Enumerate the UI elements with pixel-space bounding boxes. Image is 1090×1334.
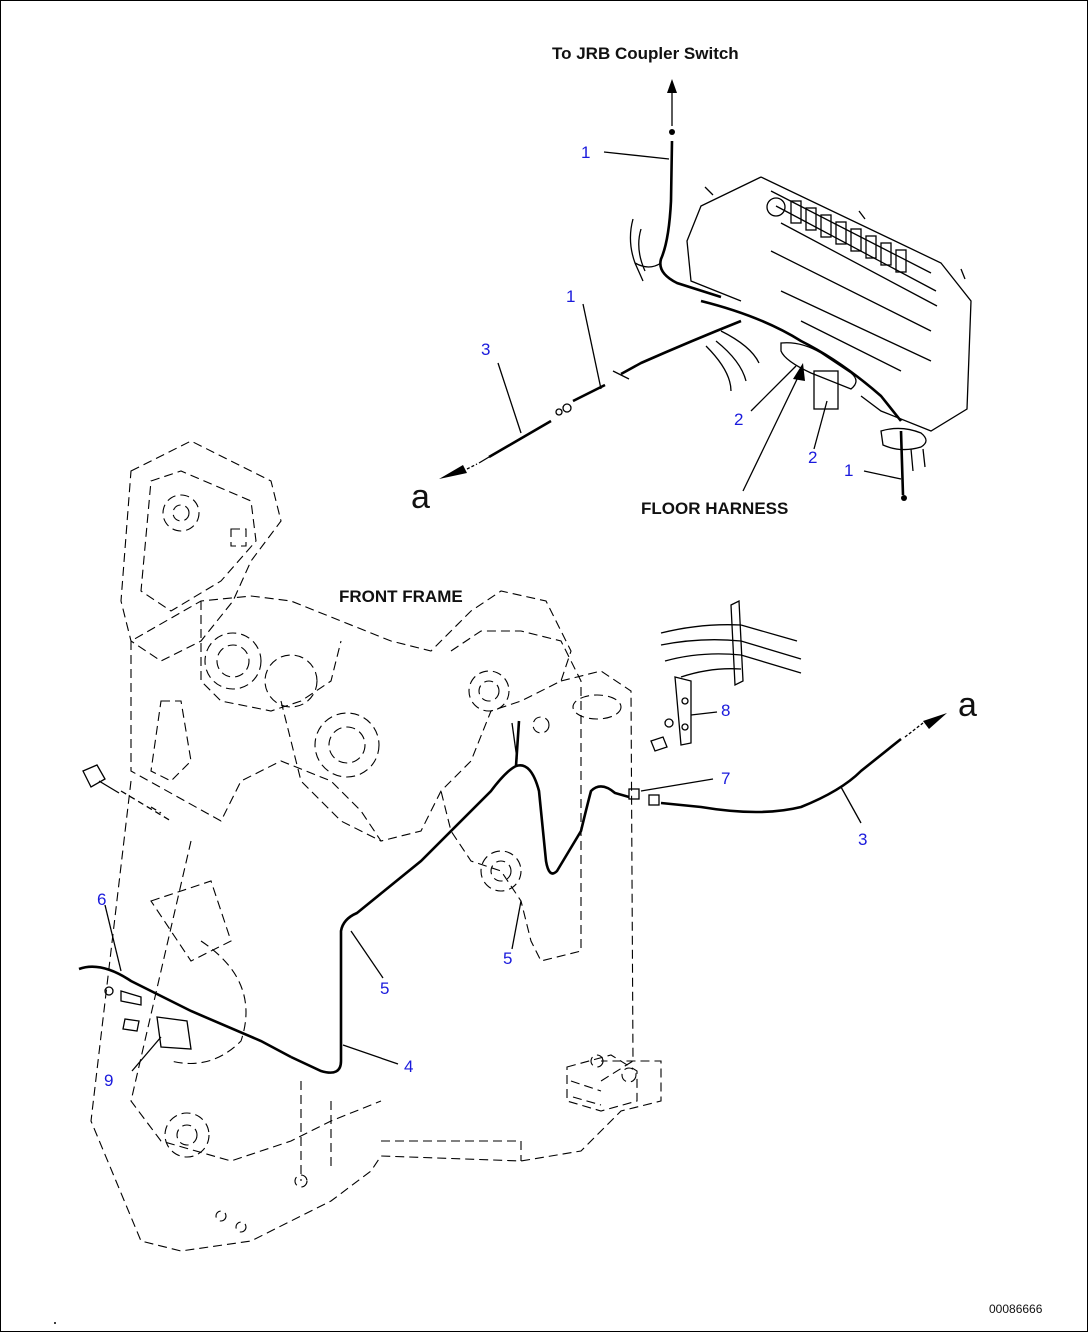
callout-7: 7: [721, 769, 730, 788]
up-arrow: [667, 79, 677, 135]
harness-1-drop: [899, 430, 905, 496]
connector-a-left: a: [411, 478, 430, 516]
leaders-top: [497, 151, 902, 492]
harness-1-upper: [659, 140, 722, 299]
callout-8: 8: [721, 701, 730, 720]
harness-4-5: [290, 720, 630, 1074]
front-frame-label: FRONT FRAME: [339, 587, 463, 606]
sensor-bolt: [82, 764, 172, 822]
relay-row: [790, 200, 907, 273]
harness-1-lower: [555, 319, 742, 416]
harness-3-lower: [628, 713, 947, 814]
doc-number: 00086666: [989, 1302, 1043, 1316]
connector-a-right: a: [958, 686, 977, 724]
sensor-bracket-9: [78, 965, 292, 1059]
to-jrb-label: To JRB Coupler Switch: [552, 44, 739, 63]
floor-harness-label: FLOOR HARNESS: [641, 499, 788, 518]
corner-dot: [54, 1322, 56, 1324]
callout-3-right: 3: [858, 830, 867, 849]
callout-4: 4: [404, 1057, 413, 1076]
bracket-8: [650, 599, 802, 752]
callout-1-top: 1: [581, 143, 590, 162]
callout-1-mid: 1: [566, 287, 575, 306]
callout-9: 9: [104, 1071, 113, 1090]
floor-harness-assembly: [629, 176, 972, 472]
callout-5-left: 5: [380, 979, 389, 998]
harness-3-upper: [439, 419, 552, 479]
callout-3-top: 3: [481, 340, 490, 359]
callout-6: 6: [97, 890, 106, 909]
callout-2-right: 2: [808, 448, 817, 467]
callout-5-right: 5: [503, 949, 512, 968]
leaders-bottom: [104, 711, 862, 1072]
callout-2-left: 2: [734, 410, 743, 429]
callout-1-bottom: 1: [844, 461, 853, 480]
front-frame: [90, 440, 662, 1252]
harness-1-end: [901, 495, 907, 501]
